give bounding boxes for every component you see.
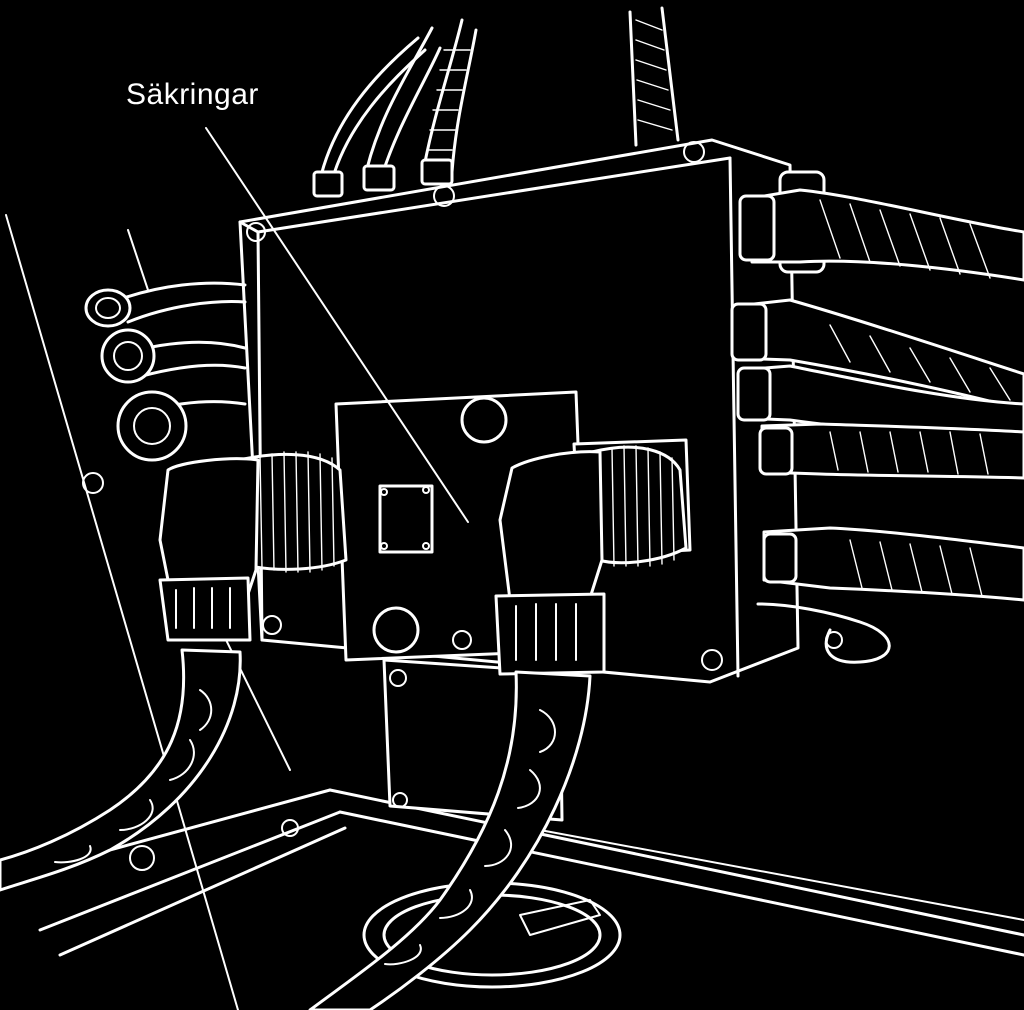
callout-leader-line [205, 127, 469, 523]
top-conduits [312, 6, 680, 198]
left-glands [84, 281, 247, 462]
right-conduits [730, 170, 1024, 664]
cables [0, 648, 592, 1010]
callout-label-fuses: Säkringar [126, 78, 259, 111]
left-connector [158, 451, 348, 642]
right-connector [494, 438, 692, 676]
